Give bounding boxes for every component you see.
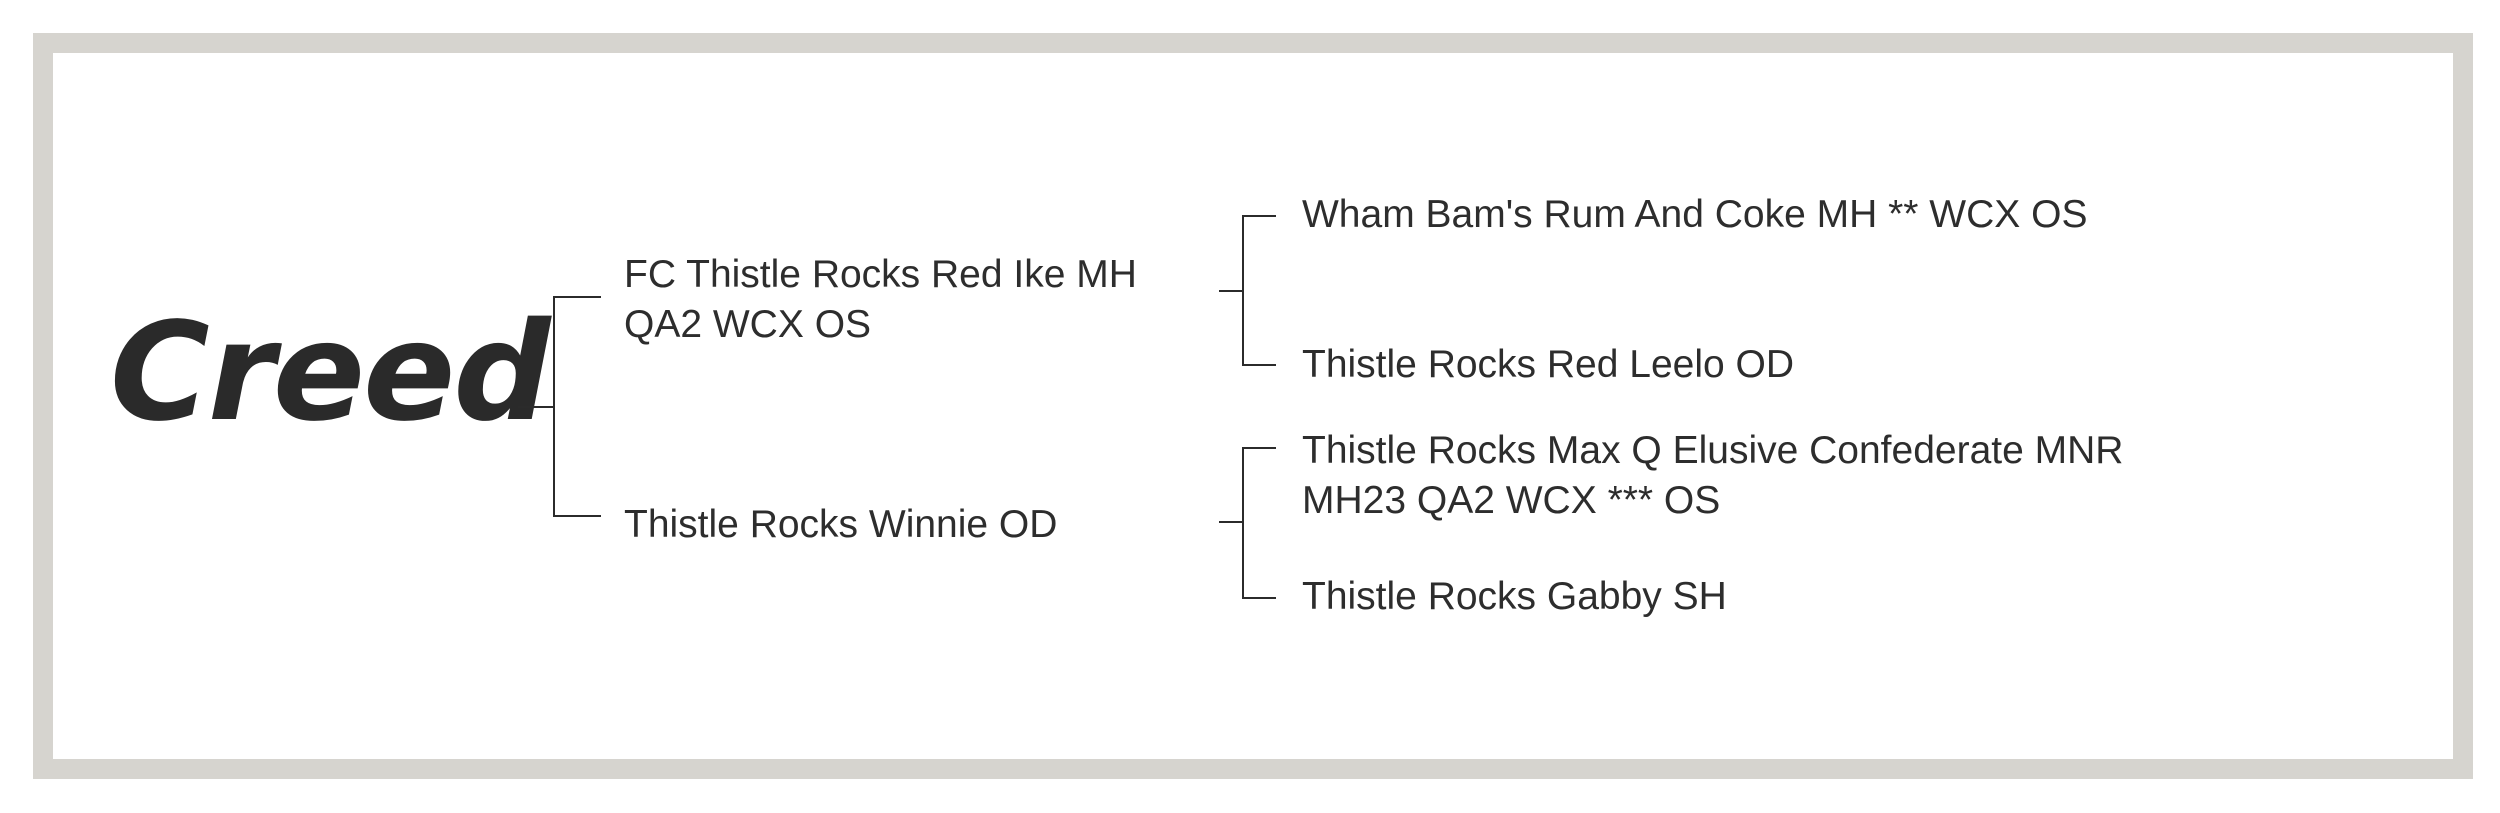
dog-name: Creed: [110, 294, 551, 452]
pedigree-frame: [33, 33, 2473, 779]
connector-dam-stub: [1219, 521, 1243, 523]
sire-name-line1: FC Thistle Rocks Red Ike MH: [624, 253, 1137, 296]
connector-to-dam: [553, 515, 601, 517]
sire-dam-name: Thistle Rocks Red Leelo OD: [1302, 343, 1795, 386]
dam-dam-name: Thistle Rocks Gabby SH: [1302, 575, 1727, 618]
dam-sire-name-line2: MH23 QA2 WCX *** OS: [1302, 479, 1721, 522]
connector-root-vertical: [553, 296, 555, 517]
connector-root-stub: [518, 406, 554, 408]
connector-to-dam-sire: [1242, 447, 1276, 449]
connector-dam-vertical: [1242, 447, 1244, 599]
sire-sire-name: Wham Bam's Rum And Coke MH ** WCX OS: [1302, 193, 2088, 236]
connector-sire-stub: [1219, 290, 1243, 292]
dam-sire-name-line1: Thistle Rocks Max Q Elusive Confederate …: [1302, 429, 2124, 472]
connector-to-sire-dam: [1242, 364, 1276, 366]
connector-to-sire-sire: [1242, 215, 1276, 217]
dam-name: Thistle Rocks Winnie OD: [624, 503, 1058, 546]
connector-to-dam-dam: [1242, 597, 1276, 599]
connector-sire-vertical: [1242, 215, 1244, 366]
sire-name-line2: QA2 WCX OS: [624, 303, 872, 346]
connector-to-sire: [553, 296, 601, 298]
